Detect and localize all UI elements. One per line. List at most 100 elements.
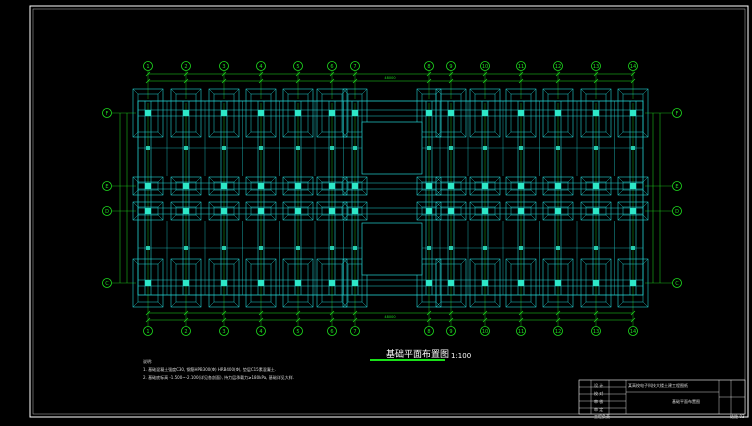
dimension-tick [426,71,432,77]
footing-slope [469,258,476,265]
column [482,110,488,116]
dimension-tick [426,317,432,323]
footing-pad-step [137,206,159,216]
footing-slope [361,201,368,208]
footing-slope [307,214,314,221]
footing-slope [208,214,215,221]
dimension-tick [518,71,524,77]
footing-pad [505,258,537,308]
axis-bubble [102,206,112,216]
footing-slope [233,131,240,138]
axis-bubble [327,61,337,71]
axis-bubble [672,181,682,191]
dimension-tick [630,71,636,77]
footing-slope [342,201,349,208]
footing-slope [195,176,202,183]
footing-slope [567,176,574,183]
column [146,246,150,250]
footing-slope [505,201,512,208]
footing-slope [157,131,164,138]
axis-label: 7 [353,64,356,70]
axis-label: D [675,209,679,215]
column [555,183,561,189]
footing-slope [469,201,476,208]
column [222,146,226,150]
footing-slope [307,258,314,265]
axis-label: 13 [593,329,599,335]
footing-slope [132,258,139,265]
footing-slope [469,176,476,183]
footing-pad [316,88,348,138]
footing-slope [580,214,587,221]
dimension-tick [352,71,358,77]
footing-slope [469,88,476,95]
column [593,110,599,116]
footing-slope [245,189,252,196]
footing-pad [316,258,348,308]
footing-slope [469,301,476,308]
footing-pad-step [510,93,532,133]
footing-slope [233,301,240,308]
column [556,146,560,150]
footing-pad-step [175,206,197,216]
footing-slope [342,131,349,138]
title-block-project: 某高校电子科技大楼土建工程图纸 [628,383,688,388]
column [426,110,432,116]
footing-pad-step [440,206,462,216]
footing-pad-step [440,263,462,303]
title-block-row-5: 工程负责 [594,414,610,419]
column [330,146,334,150]
footing-slope [342,214,349,221]
footing-slope [416,214,423,221]
axis-label: 1 [146,64,149,70]
axis-bubble [143,61,153,71]
dimension-tick [593,310,599,316]
column [448,208,454,214]
footing-slope [361,189,368,196]
footing-pad [469,258,501,308]
footing-slope [245,301,252,308]
footing-pad [208,176,240,196]
footing-pad-step [440,181,462,191]
dimension-tick [329,317,335,323]
column [258,280,264,286]
footing-slope [505,131,512,138]
column [555,208,561,214]
footing-pad [316,201,348,221]
footing-slope [307,176,314,183]
axis-bubble [672,108,682,118]
footing-slope [494,258,501,265]
axis-label: 2 [184,64,187,70]
footing-slope [505,214,512,221]
footing-slope [233,214,240,221]
column [631,146,635,150]
footing-slope [270,201,277,208]
dimension-tick [258,71,264,77]
column [258,183,264,189]
footing-slope [208,301,215,308]
footing-pad-step [547,206,569,216]
dimension-tick [329,78,335,84]
footing-slope [505,176,512,183]
footing-slope [342,176,349,183]
footing-slope [642,301,649,308]
column [483,146,487,150]
dimension-tick [448,310,454,316]
column [146,146,150,150]
column [593,280,599,286]
footing-slope [157,258,164,265]
axis-bubble [628,326,638,336]
dimension-tick [482,78,488,84]
footing-slope [132,301,139,308]
footing-pad-step [321,206,343,216]
column [482,208,488,214]
footing-slope [494,88,501,95]
footing-slope [530,201,537,208]
footing-pad [435,88,467,138]
dimension-tick [426,310,432,316]
column [295,208,301,214]
drawing-frame-outer [29,5,749,418]
axis-label: 5 [296,64,299,70]
footing-slope [282,258,289,265]
